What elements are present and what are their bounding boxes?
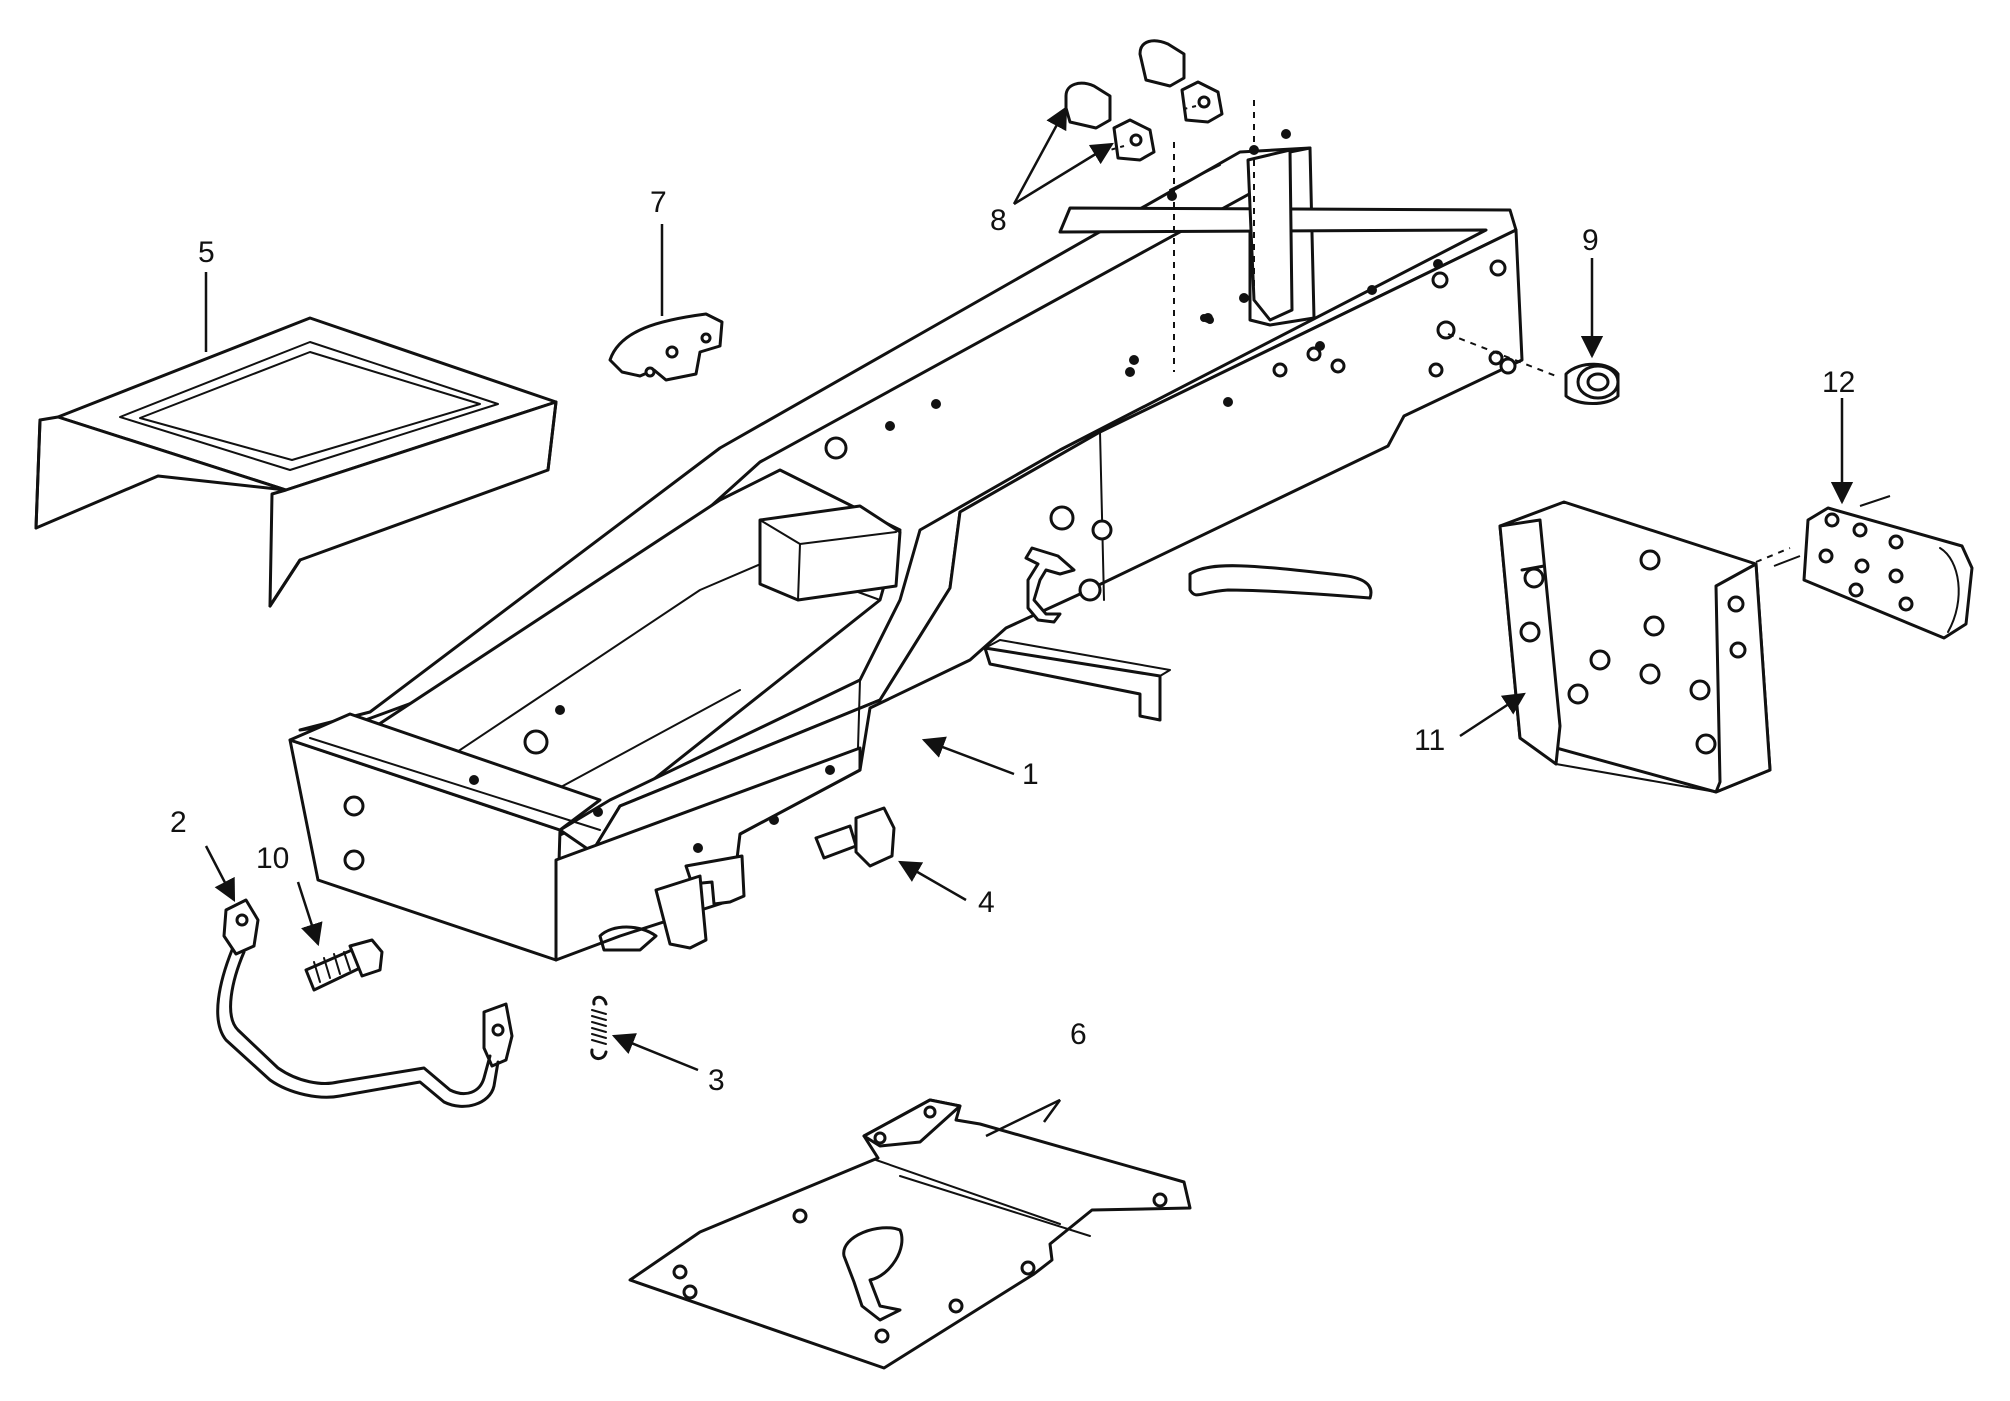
part-7-bracket bbox=[608, 312, 724, 382]
part-8-clamps bbox=[1064, 39, 1255, 372]
callout-11: 11 bbox=[1414, 724, 1445, 757]
callout-12: 12 bbox=[1822, 366, 1855, 399]
callout-9: 9 bbox=[1582, 224, 1599, 257]
part-12-hitch-plate bbox=[1773, 495, 1974, 640]
part-5-seat-pan bbox=[34, 316, 558, 608]
callout-7: 7 bbox=[650, 186, 667, 219]
part-1-main-frame bbox=[288, 129, 1524, 962]
part-6-floor-plate bbox=[628, 1098, 1192, 1370]
part-10-screw bbox=[304, 938, 384, 992]
part-3-spring bbox=[590, 995, 608, 1060]
callout-1: 1 bbox=[1022, 758, 1039, 791]
callout-5: 5 bbox=[198, 236, 215, 269]
callout-4: 4 bbox=[978, 886, 995, 919]
part-4-bolt bbox=[814, 806, 896, 868]
callout-2: 2 bbox=[170, 806, 187, 839]
callout-labels: 1 2 3 4 5 6 7 8 9 10 11 12 bbox=[170, 186, 1855, 1097]
callout-6: 6 bbox=[1070, 1018, 1087, 1051]
callout-3: 3 bbox=[708, 1064, 725, 1097]
leader-lines bbox=[204, 106, 1854, 1138]
callout-8: 8 bbox=[990, 204, 1007, 237]
part-9-bushing bbox=[1447, 333, 1620, 405]
part-11-rear-plate bbox=[1498, 500, 1791, 794]
callout-10: 10 bbox=[256, 842, 289, 875]
part-2-rod bbox=[216, 898, 514, 1108]
